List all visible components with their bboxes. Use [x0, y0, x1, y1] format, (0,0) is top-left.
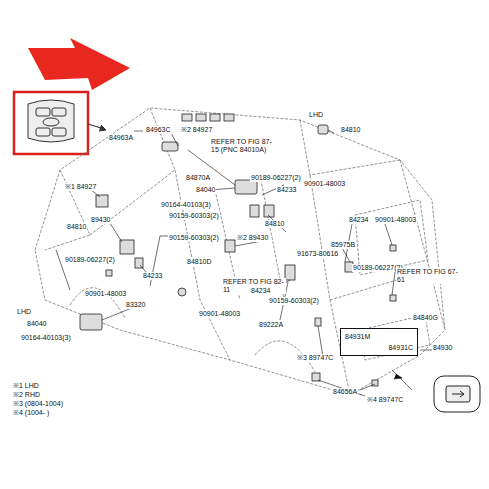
callout-number: ※3 89747C: [296, 354, 334, 362]
pointer-arrow: [28, 38, 130, 90]
callout-number: 89222A: [258, 321, 284, 329]
callout-number: 90164-40103(3): [160, 201, 212, 209]
callout-number: 84040: [195, 186, 216, 194]
callout-number: 83320: [125, 301, 146, 309]
callout-number: ※2 84927: [180, 126, 213, 134]
bracket-box: 84931M 84931C: [340, 328, 418, 356]
leader-lines: [56, 130, 432, 396]
callout-number: 85975B: [330, 241, 356, 249]
callout-number: 84840G: [412, 314, 439, 322]
callout-number: LHD: [16, 308, 32, 316]
callout-number: ※1 84927: [64, 183, 97, 191]
van-body: [35, 108, 445, 395]
callout-number: 84963A: [108, 134, 134, 142]
callout-number: 90159-60303(2): [168, 212, 220, 220]
callout-number: 84810: [340, 126, 361, 134]
callout-number: ※4 (1004- ): [12, 409, 50, 417]
callout-number: 90189-06227(2): [64, 256, 116, 264]
callout-number: 90901-48003: [303, 180, 346, 188]
callout-number: 84963C: [145, 126, 172, 134]
callout-number: 84930: [432, 344, 453, 352]
callout-number: 90189-06227(2): [250, 174, 302, 182]
callout-number: 84810: [66, 223, 87, 231]
part-number: 84931C: [345, 343, 413, 352]
callout-number: 84233: [276, 186, 297, 194]
callout-number: REFER TO FIG 67-61: [396, 268, 460, 284]
callout-number: 84810D: [186, 258, 213, 266]
callout-number: 84040: [26, 320, 47, 328]
callout-number: ※2 RHD: [12, 391, 41, 399]
callout-number: ※1 LHD: [12, 382, 40, 390]
callout-number: REFER TO FIG 87-15 (PNC 84010A): [210, 138, 274, 154]
callout-number: 90901-48003: [84, 290, 127, 298]
callout-number: 89430: [90, 216, 111, 224]
callout-number: ※3 (0804-1004): [12, 400, 64, 408]
callout-number: 91673-80616: [296, 250, 339, 258]
callout-number: ※4 89747C: [366, 396, 404, 404]
callout-number: 84234: [348, 216, 369, 224]
callout-number: 90901-48003: [374, 216, 417, 224]
callout-number: 90159-60303(2): [168, 234, 220, 242]
callout-number: LHD: [308, 111, 324, 119]
part-number: 84931M: [345, 332, 413, 341]
callout-number: 84656A: [332, 388, 358, 396]
callout-number: 90164-40103(3): [20, 334, 72, 342]
callout-number: 84233: [142, 272, 163, 280]
callout-number: 84870A: [185, 174, 211, 182]
callout-number: ※2 89430: [236, 234, 269, 242]
callout-number: 84810: [264, 220, 285, 228]
callout-number: 90901-48003: [198, 310, 241, 318]
switch-panel: [28, 100, 106, 142]
button-inset: [434, 376, 480, 412]
highlight-frame: [14, 92, 88, 154]
callout-number: 84234: [250, 287, 271, 295]
callout-number: 90159-60303(2): [268, 297, 320, 305]
